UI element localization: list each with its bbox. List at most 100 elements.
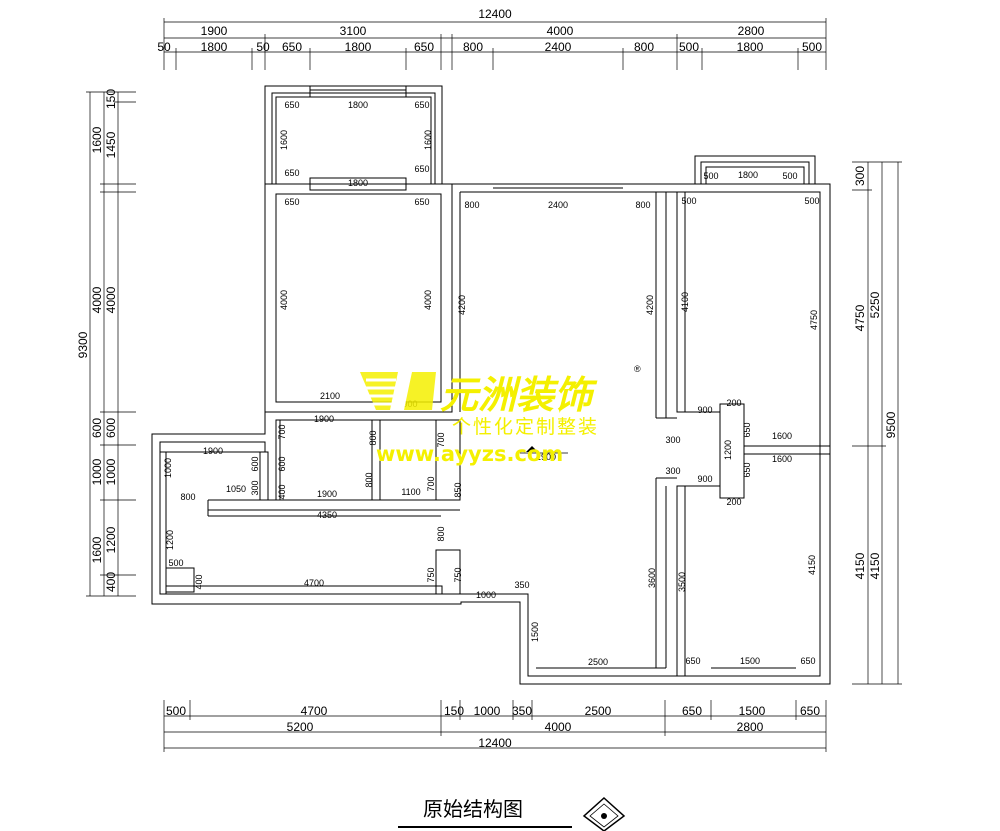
room-dim: 4350 (317, 510, 337, 520)
room-dim: 650 (800, 656, 815, 666)
left-detail-dim: 1450 (104, 131, 118, 158)
room-dim: 3500 (677, 572, 687, 592)
room-dim: 1000 (476, 590, 496, 600)
room-dim: 1800 (348, 178, 368, 188)
top-detail-dim: 2400 (545, 40, 572, 54)
room-dim: 4100 (680, 292, 690, 312)
room-dim: 700 (436, 432, 446, 447)
room-dim: 650 (284, 168, 299, 178)
bottom-detail-dim: 500 (166, 704, 186, 718)
room-dim: 4200 (457, 295, 467, 315)
room-dim: 750 (453, 567, 463, 582)
room-dim: 350 (514, 580, 529, 590)
top-detail-dim: 800 (463, 40, 483, 54)
right-overall-dim: 9500 (884, 411, 898, 438)
top-group-dim: 1900 (201, 24, 228, 38)
drawing-title-block: 原始结构图 (398, 796, 626, 831)
room-dim: 1600 (772, 431, 792, 441)
room-dim: 3600 (647, 568, 657, 588)
top-detail-dim: 650 (282, 40, 302, 54)
top-detail-dim: 1800 (201, 40, 228, 54)
right-group-dim: 5250 (868, 291, 882, 318)
room-dimension-labels: 650 1800 650 1600 1600 650 650 1800 650 … (163, 100, 820, 667)
watermark-url: www.ayyzs.com (376, 442, 563, 466)
room-dim: 1050 (226, 484, 246, 494)
room-dim: 800 (364, 472, 374, 487)
room-dim: 750 (426, 567, 436, 582)
top-detail-dim: 650 (414, 40, 434, 54)
room-dim: 650 (414, 197, 429, 207)
bottom-group-dim: 2800 (737, 720, 764, 734)
room-dim: 1200 (165, 530, 175, 550)
logo-icon (360, 372, 436, 410)
room-dim: 300 (665, 466, 680, 476)
room-dim: 1100 (401, 487, 420, 497)
left-detail-dim: 1000 (104, 458, 118, 485)
room-dim: 600 (277, 456, 287, 471)
room-dim: 850 (453, 482, 463, 497)
left-detail-dim: 1200 (104, 526, 118, 553)
room-dim: 500 (782, 171, 797, 181)
bottom-group-dim: 5200 (287, 720, 314, 734)
room-dim: 4000 (423, 290, 433, 310)
room-dim: 650 (284, 100, 299, 110)
room-dim: 800 (464, 200, 479, 210)
bottom-detail-dim: 350 (512, 704, 532, 718)
room-dim: 800 (180, 492, 195, 502)
top-detail-dim: 1800 (737, 40, 764, 54)
room-dim: 2900 (536, 452, 556, 462)
room-dim: 650 (414, 164, 429, 174)
room-dim: 1600 (423, 130, 433, 150)
watermark-tagline: 个性化定制整装 (452, 416, 599, 438)
room-dim: 500 (681, 196, 696, 206)
bottom-detail-dim: 650 (800, 704, 820, 718)
bottom-detail-dim: 2500 (585, 704, 612, 718)
room-dim: 4000 (279, 290, 289, 310)
room-dim: 700 (426, 476, 436, 491)
left-dimensions: 9300 1600 4000 600 1000 1600 150 1450 40… (76, 89, 136, 597)
room-dim: 700 (277, 424, 287, 439)
top-detail-dim: 1800 (345, 40, 372, 54)
bottom-detail-dim: 1000 (474, 704, 501, 718)
room-dim: 500 (703, 171, 718, 181)
left-group-dim: 1600 (90, 126, 104, 153)
room-dim: 1900 (203, 446, 223, 456)
room-dim: 600 (250, 456, 260, 471)
room-dim: 800 (368, 430, 378, 445)
top-detail-dim: 800 (634, 40, 654, 54)
watermark: 元洲装饰 ® 个性化定制整装 www.ayyzs.com (360, 364, 641, 466)
room-dim: 1800 (348, 100, 368, 110)
room-dim: 1900 (317, 489, 337, 499)
room-dim: 200 (726, 497, 741, 507)
room-dim: 650 (742, 462, 752, 477)
bottom-detail-dim: 150 (444, 704, 464, 718)
compass-icon (582, 796, 626, 831)
room-dim: 650 (685, 656, 700, 666)
room-dim: 400 (194, 574, 204, 589)
top-detail-dim: 50 (157, 40, 171, 54)
entrance-marker-icon (526, 446, 538, 452)
right-detail-dim: 300 (853, 166, 867, 186)
right-dimensions: 300 4750 4150 5250 4150 9500 (852, 161, 902, 685)
left-group-dim: 1600 (90, 536, 104, 563)
left-detail-dim: 150 (104, 89, 118, 109)
left-detail-dim: 400 (104, 572, 118, 592)
watermark-brand-name: 元洲装饰 (440, 373, 598, 417)
bottom-detail-dim: 1500 (739, 704, 766, 718)
left-group-dim: 1000 (90, 458, 104, 485)
room-dim: 650 (414, 100, 429, 110)
drawing-title: 原始结构图 (423, 797, 523, 821)
room-dim: 1500 (530, 622, 540, 642)
right-detail-dim: 4150 (853, 552, 867, 579)
top-group-dim: 4000 (547, 24, 574, 38)
room-dim: 300 (250, 480, 260, 495)
room-dim: 2500 (588, 657, 608, 667)
bottom-overall-dim: 12400 (478, 736, 512, 750)
right-group-dim: 4150 (868, 552, 882, 579)
room-dim: 300 (665, 435, 680, 445)
top-group-dim: 2800 (738, 24, 765, 38)
room-dim: 800 (635, 200, 650, 210)
room-dim: 1500 (740, 656, 760, 666)
room-dim: 400 (277, 484, 287, 499)
